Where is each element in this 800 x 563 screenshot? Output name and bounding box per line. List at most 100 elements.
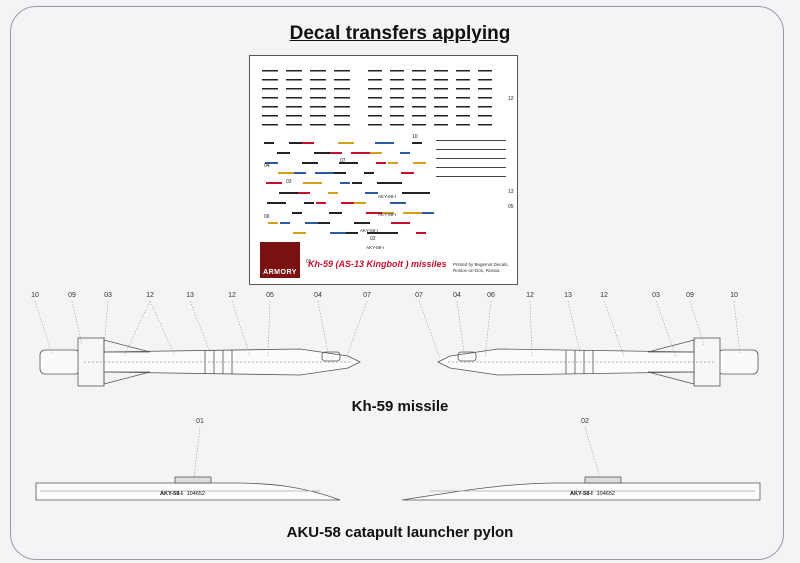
decal-stencil	[334, 106, 350, 108]
page-title: Decal transfers applying	[289, 23, 511, 44]
decal-stencil	[279, 192, 298, 194]
decal-stencil	[338, 142, 354, 144]
decal-stencil	[390, 115, 404, 117]
missile-drawing-left	[39, 337, 361, 387]
decal-stencil	[364, 172, 374, 174]
decal-stencil	[304, 202, 314, 204]
decal-number: 04	[264, 163, 270, 169]
decal-stencil	[286, 70, 302, 72]
decal-number: 01	[306, 259, 312, 265]
decal-stencil	[368, 115, 382, 117]
decal-stencil	[416, 232, 426, 234]
decal-stencil	[478, 106, 492, 108]
decal-stencil	[262, 97, 278, 99]
decal-sheet-stencils	[262, 70, 506, 234]
decal-stencil	[262, 106, 278, 108]
decal-stencil	[415, 212, 434, 214]
decal-stencil	[368, 79, 382, 81]
decal-stencil	[286, 79, 302, 81]
callout-right-5: 13	[564, 292, 572, 299]
callout-right-6: 12	[600, 292, 608, 299]
decal-stencil	[334, 97, 350, 99]
decal-stencil	[305, 222, 318, 224]
decal-stencil	[334, 70, 350, 72]
decal-stencil	[365, 192, 378, 194]
decal-stencil	[262, 88, 278, 90]
decal-stencil	[327, 172, 346, 174]
decal-stencil	[265, 162, 278, 164]
decal-stencil	[266, 182, 282, 184]
decal-stencil	[414, 192, 430, 194]
callout-pylon-left: 01	[196, 418, 204, 425]
callout-right-4: 12	[526, 292, 534, 299]
decal-stencil	[478, 88, 492, 90]
decal-stencil	[388, 162, 398, 164]
decal-stencil	[390, 70, 404, 72]
decal-stencil	[456, 124, 470, 126]
decal-stencil	[262, 124, 278, 126]
decal-stencil	[434, 79, 448, 81]
decal-code: AKY-58-I	[378, 194, 396, 199]
decal-stencil	[456, 79, 470, 81]
decal-number: 07	[340, 158, 346, 164]
decal-stencil	[310, 106, 326, 108]
decal-stencil	[402, 192, 418, 194]
decal-stencil	[277, 152, 290, 154]
decal-stencil	[368, 106, 382, 108]
decal-stencil	[310, 88, 326, 90]
missile-caption: Kh-59 missile	[351, 398, 449, 415]
decal-stencil	[436, 167, 506, 168]
decal-stencil	[264, 142, 274, 144]
decal-stencil	[293, 232, 306, 234]
decal-stencil	[339, 162, 358, 164]
decal-stencil	[400, 152, 410, 154]
decal-stencil	[291, 192, 310, 194]
callout-left-9: 07	[363, 292, 371, 299]
decal-stencil	[351, 152, 370, 154]
decal-stencil	[310, 97, 326, 99]
decal-stencil	[310, 115, 326, 117]
decal-stencil	[315, 172, 334, 174]
decal-stencil	[434, 88, 448, 90]
decal-stencil	[286, 106, 302, 108]
decal-stencil	[352, 182, 362, 184]
decal-stencil	[334, 115, 350, 117]
callout-left-7: 05	[266, 292, 274, 299]
decal-stencil	[377, 182, 390, 184]
decal-stencil	[390, 106, 404, 108]
decal-stencil	[302, 162, 318, 164]
decal-stencil	[436, 176, 506, 177]
decal-number: 06	[264, 214, 270, 220]
callout-left-4: 12	[146, 292, 154, 299]
decal-stencil	[363, 152, 382, 154]
callout-left-6: 12	[228, 292, 236, 299]
callout-right-9: 10	[730, 292, 738, 299]
decal-stencil	[334, 79, 350, 81]
decal-stencil	[340, 182, 350, 184]
decal-stencil	[478, 115, 492, 117]
decal-stencil	[478, 70, 492, 72]
callout-left-2: 09	[68, 292, 76, 299]
callout-left-3: 03	[104, 292, 112, 299]
decal-stencil	[434, 115, 448, 117]
decal-stencil	[403, 212, 422, 214]
decal-stencil	[310, 124, 326, 126]
decal-stencil	[436, 140, 506, 141]
decal-stencil	[368, 88, 382, 90]
decal-stencil	[412, 106, 426, 108]
armory-logo: ARMORY	[260, 242, 300, 278]
decal-stencil	[262, 70, 278, 72]
decal-stencil	[434, 70, 448, 72]
decal-number: 13	[508, 189, 514, 195]
decal-stencil	[286, 88, 302, 90]
decal-stencil	[390, 88, 404, 90]
decal-stencil	[278, 172, 294, 174]
decal-stencil	[390, 79, 404, 81]
decal-stencil	[292, 212, 302, 214]
decal-stencil	[434, 97, 448, 99]
decal-stencil	[314, 152, 330, 154]
decal-stencil	[341, 202, 354, 204]
decal-stencil	[367, 232, 386, 234]
